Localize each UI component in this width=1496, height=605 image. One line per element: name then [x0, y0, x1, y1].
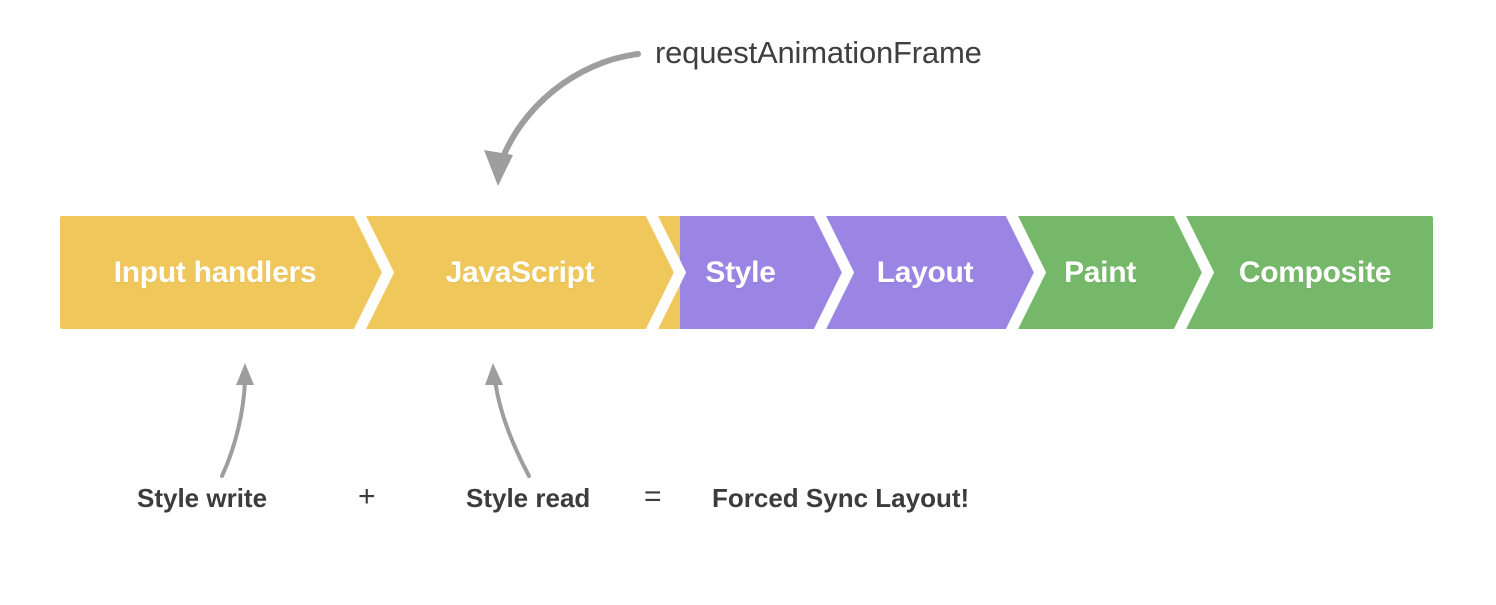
style-read-arrow	[485, 363, 531, 478]
raf-arrow	[484, 51, 641, 186]
pipeline-segment-paint[interactable]: Paint	[1064, 255, 1136, 289]
formula-term-style-read: Style read	[466, 483, 591, 513]
request-animation-frame-label: requestAnimationFrame	[655, 35, 982, 70]
pipeline-segment-javascript[interactable]: JavaScript	[445, 255, 595, 289]
pipeline-segment-style[interactable]: Style	[705, 255, 776, 289]
formula-operator-equals: =	[644, 480, 662, 513]
formula-result-forced-sync-layout: Forced Sync Layout!	[712, 483, 970, 513]
style-write-arrow	[220, 363, 254, 478]
chevron-separator-2	[643, 216, 687, 329]
pipeline-segment-input-handlers[interactable]: Input handlers	[113, 255, 317, 289]
pipeline-segment-layout[interactable]: Layout	[876, 255, 974, 289]
formula-operator-plus: +	[358, 480, 376, 513]
chevron-separator-4	[1003, 216, 1047, 329]
segment-fill-purple	[648, 216, 1028, 329]
rendering-pipeline-bar	[60, 216, 1433, 329]
chevron-separator-1	[351, 216, 395, 329]
pipeline-segment-composite[interactable]: Composite	[1238, 255, 1392, 289]
segment-fill-green	[1008, 216, 1433, 329]
formula-term-style-write: Style write	[137, 483, 268, 513]
chevron-separator-5	[1171, 216, 1215, 329]
chevron-separator-3	[811, 216, 855, 329]
